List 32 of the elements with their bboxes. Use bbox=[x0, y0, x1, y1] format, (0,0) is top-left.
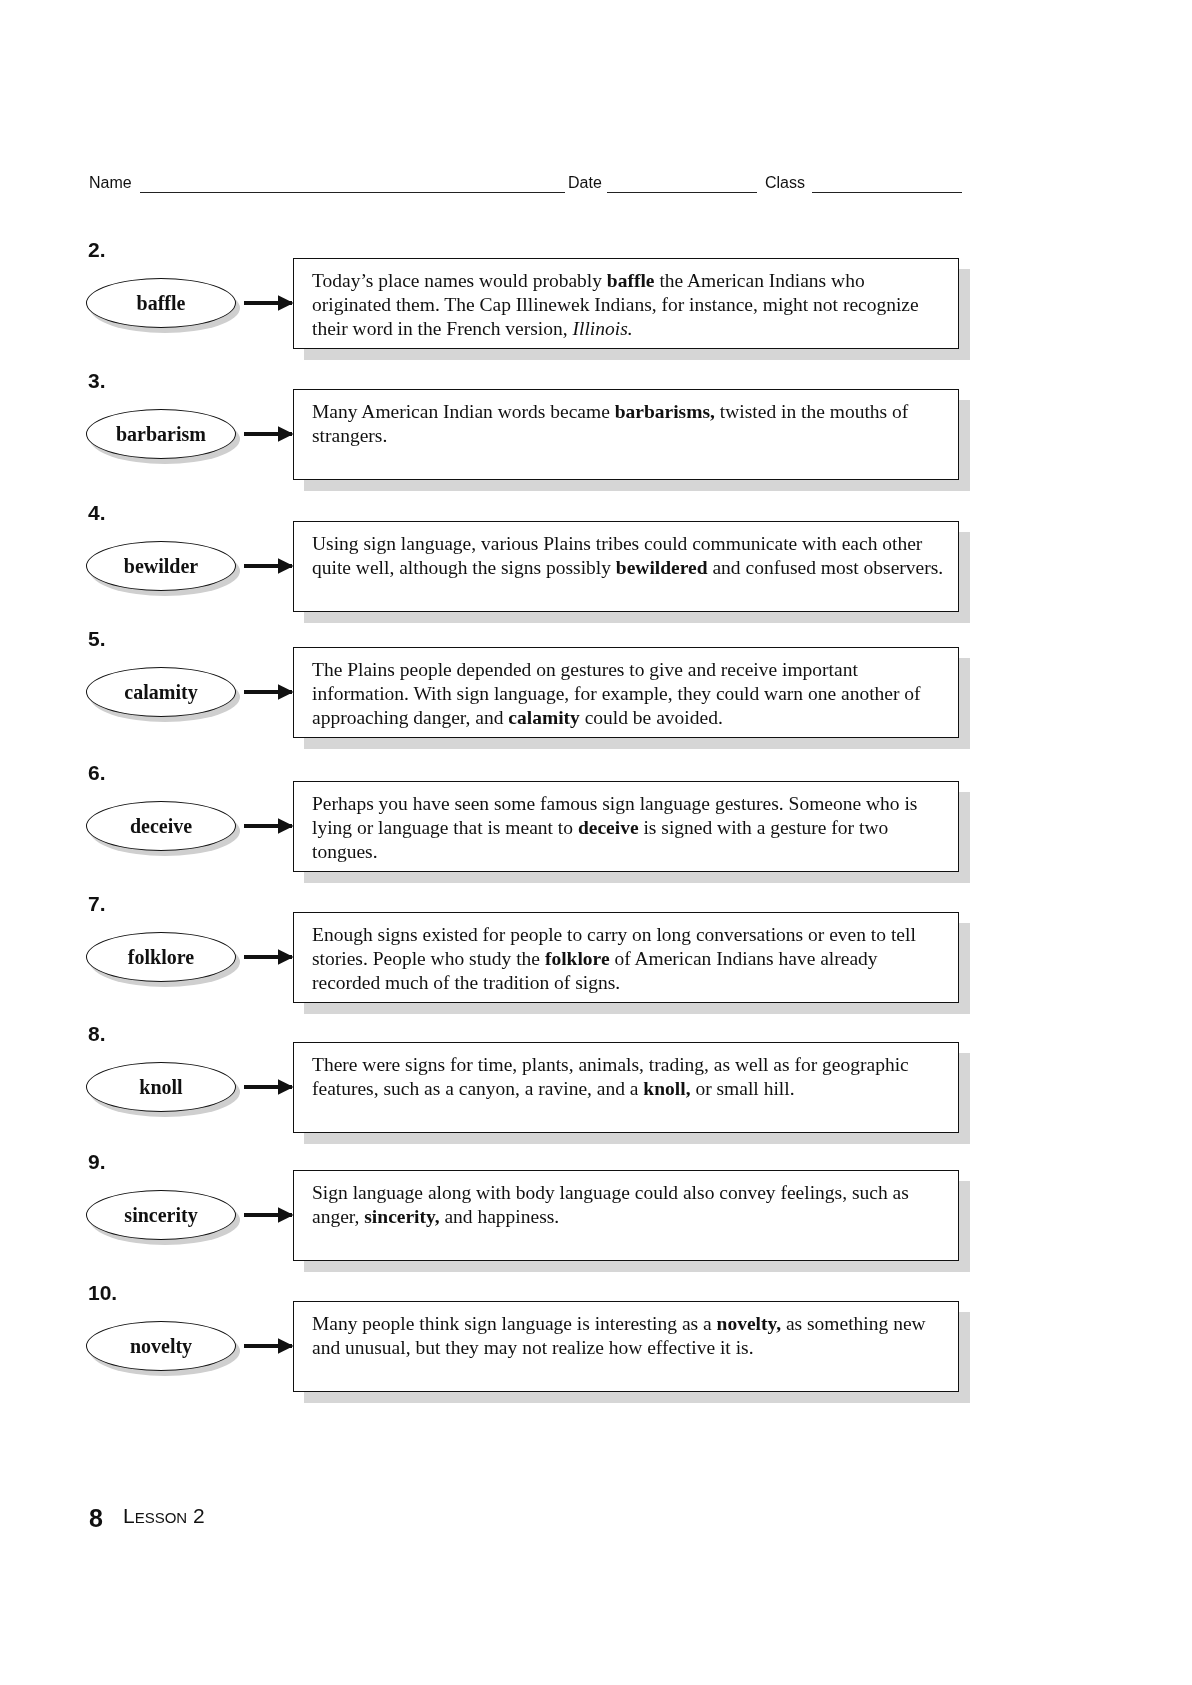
arrow bbox=[244, 1207, 294, 1223]
arrow bbox=[244, 1079, 294, 1095]
question-number: 4. bbox=[88, 501, 106, 525]
question-number: 3. bbox=[88, 369, 106, 393]
arrow bbox=[244, 1338, 294, 1354]
sentence-text: Sign language along with body language could also convey feelings, such as anger, sincerity, and happiness. bbox=[312, 1181, 910, 1229]
field-label: Class bbox=[765, 174, 805, 192]
question-number: 8. bbox=[88, 1022, 106, 1046]
question-number: 10. bbox=[88, 1281, 118, 1305]
arrow bbox=[244, 949, 294, 965]
field-label: Date bbox=[568, 174, 602, 192]
sentence-text: Perhaps you have seen some famous sign language gestures. Someone who is lying or language that is meant to deceive is signed with a gesture for two tongues. bbox=[312, 792, 919, 864]
arrow bbox=[244, 426, 294, 442]
sentence-text: Enough signs existed for people to carry on long conversations or even to tell stories. People who study the folklore of American Indians have already recorded much of the tradition of signs. bbox=[312, 923, 917, 995]
question-number: 2. bbox=[88, 238, 106, 262]
sentence-text: Using sign language, various Plains tribes could communicate with each other quite well, although the signs possibly bewildered and confused most observers. bbox=[312, 532, 944, 580]
arrow bbox=[244, 818, 294, 834]
question-number: 5. bbox=[88, 627, 106, 651]
lesson-label: Lesson 2 bbox=[123, 1504, 205, 1528]
sentence-text: Many American Indian words became barbarisms, twisted in the mouths of strangers. bbox=[312, 400, 910, 448]
page-number: 8 bbox=[89, 1504, 103, 1533]
question-number: 6. bbox=[88, 761, 106, 785]
arrow bbox=[244, 558, 294, 574]
sentence-text: Many people think sign language is interesting as a novelty, as something new and unusual, but they may not realize how effective it is. bbox=[312, 1312, 927, 1360]
sentence-text: There were signs for time, plants, animals, trading, as well as for geographic features, such as a canyon, a ravine, and a knoll, or small hill. bbox=[312, 1053, 910, 1101]
field-label: Name bbox=[89, 174, 132, 192]
question-number: 9. bbox=[88, 1150, 106, 1174]
arrow bbox=[244, 684, 294, 700]
question-number: 7. bbox=[88, 892, 106, 916]
sentence-text: The Plains people depended on gestures to give and receive important information. With sign language, for example, they could warn one another of approaching danger, and calamity could be avoided. bbox=[312, 658, 922, 730]
sentence-text: Today’s place names would probably baffle the American Indians who originated them. The Cap Illinewek Indians, for instance, might not recognize their word in the French version, Illinois. bbox=[312, 269, 920, 341]
arrow bbox=[244, 295, 294, 311]
